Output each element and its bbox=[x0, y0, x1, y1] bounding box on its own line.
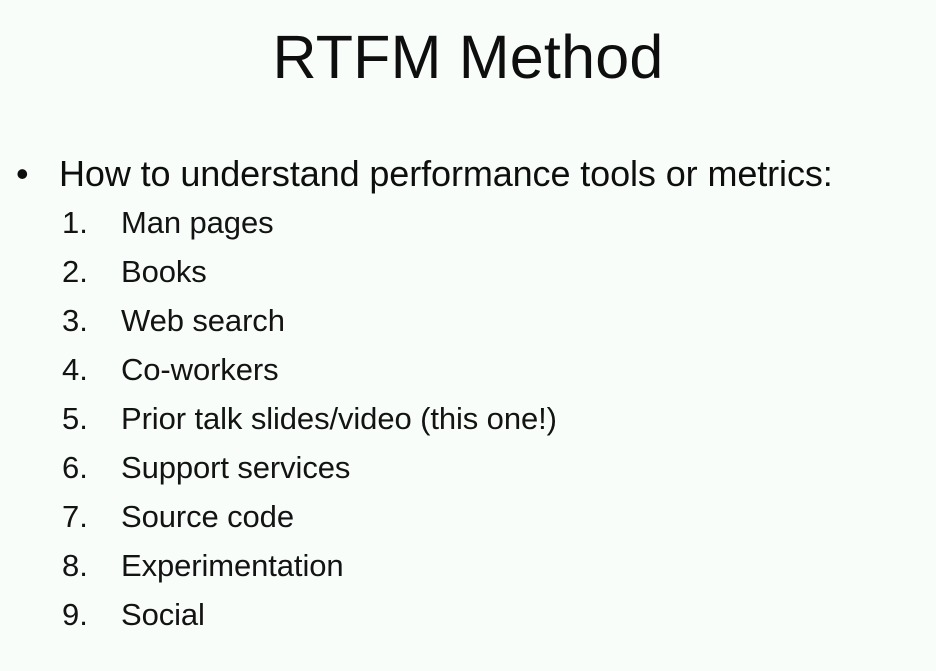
list-item-label: Support services bbox=[121, 450, 351, 485]
list-item-label: Social bbox=[121, 597, 205, 632]
list-item: 3. Web search bbox=[62, 301, 922, 350]
list-item-number: 9. bbox=[62, 597, 88, 632]
list-item-label: Web search bbox=[121, 303, 285, 338]
bullet-row: • How to understand performance tools or… bbox=[14, 151, 924, 197]
list-item: 5. Prior talk slides/video (this one!) bbox=[62, 399, 922, 448]
list-item: 2. Books bbox=[62, 252, 922, 301]
list-item-label: Co-workers bbox=[121, 352, 279, 387]
list-item-number: 1. bbox=[62, 205, 88, 240]
numbered-list: 1. Man pages 2. Books 3. Web search 4. C… bbox=[62, 203, 922, 644]
list-item-number: 6. bbox=[62, 450, 88, 485]
list-item-number: 7. bbox=[62, 499, 88, 534]
list-item: 1. Man pages bbox=[62, 203, 922, 252]
list-item-label: Source code bbox=[121, 499, 294, 534]
list-item: 7. Source code bbox=[62, 497, 922, 546]
list-item-number: 5. bbox=[62, 401, 88, 436]
bullet-text: How to understand performance tools or m… bbox=[59, 153, 833, 194]
bullet-point-icon: • bbox=[16, 153, 29, 194]
slide-title: RTFM Method bbox=[272, 23, 664, 91]
list-item-label: Experimentation bbox=[121, 548, 344, 583]
list-item-number: 2. bbox=[62, 254, 88, 289]
list-item: 9. Social bbox=[62, 595, 922, 644]
list-item-number: 4. bbox=[62, 352, 88, 387]
list-item-label: Prior talk slides/video (this one!) bbox=[121, 401, 557, 436]
list-item-label: Man pages bbox=[121, 205, 274, 240]
list-item: 6. Support services bbox=[62, 448, 922, 497]
list-item: 8. Experimentation bbox=[62, 546, 922, 595]
list-item-number: 3. bbox=[62, 303, 88, 338]
list-item-label: Books bbox=[121, 254, 207, 289]
list-item: 4. Co-workers bbox=[62, 350, 922, 399]
list-item-number: 8. bbox=[62, 548, 88, 583]
